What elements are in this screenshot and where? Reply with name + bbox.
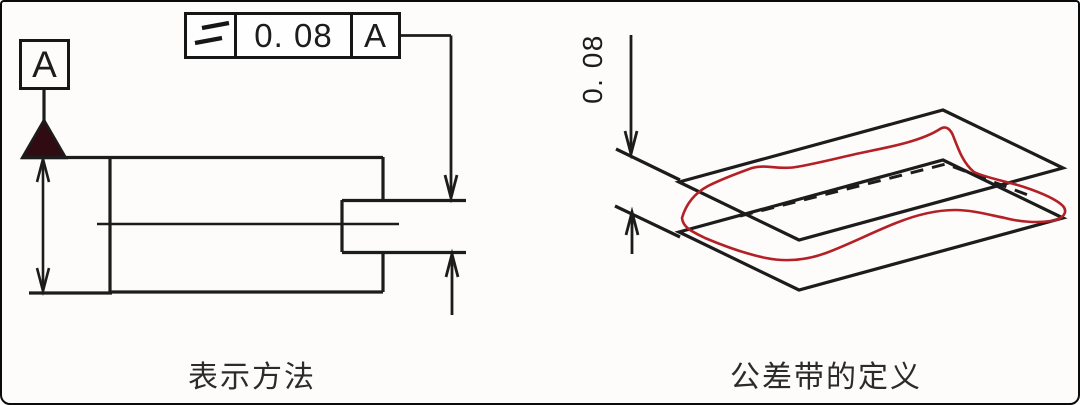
upper-extension-line — [615, 147, 681, 182]
datum-triangle — [19, 90, 69, 160]
right-figure-caption: 公差带的定义 — [730, 361, 922, 394]
fcf-datum-letter: A — [350, 15, 398, 56]
parallelism-icon — [194, 20, 229, 45]
fcf-leader-arrow — [397, 34, 459, 204]
height-dimension-arrow — [35, 153, 51, 297]
datum-flag-box: A — [19, 39, 70, 90]
fcf-symbol-cell — [187, 15, 234, 56]
upper-boundary-plane — [674, 108, 1068, 242]
feature-control-frame: 0. 08 A — [184, 12, 401, 59]
actual-surface-curve — [680, 126, 1067, 262]
left-figure-caption: 表示方法 — [188, 361, 316, 394]
representation-drawing — [19, 34, 466, 315]
datum-flag-label: A — [32, 44, 57, 85]
tolerance-zone-drawing — [614, 35, 1068, 292]
zone-width-dimension-text: 0. 08 — [577, 34, 608, 104]
zone-width-arrows — [623, 35, 640, 254]
fcf-tolerance-value: 0. 08 — [234, 15, 350, 56]
lower-extension-line — [614, 204, 681, 239]
lower-boundary-plane — [674, 158, 1068, 292]
slot-lower-arrow — [444, 248, 460, 315]
part-outline — [22, 155, 466, 294]
ideal-plane-dashed-line — [739, 162, 1029, 218]
